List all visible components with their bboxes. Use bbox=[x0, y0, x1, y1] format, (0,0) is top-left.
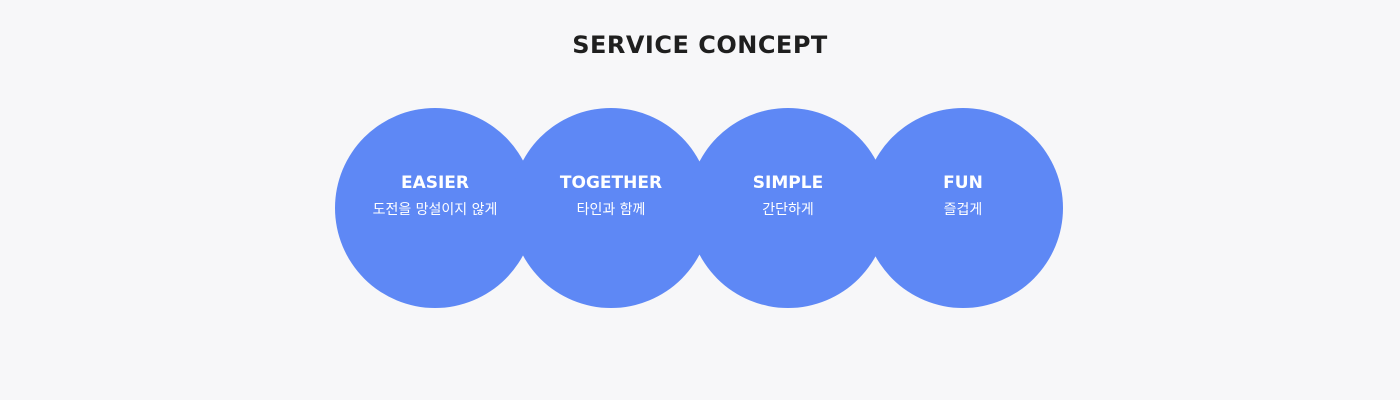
concept-title: SIMPLE bbox=[752, 173, 824, 193]
concept-circle-together: TOGETHER 타인과 함께 bbox=[511, 108, 711, 308]
concept-subtitle: 간단하게 bbox=[762, 202, 814, 218]
concept-subtitle: 즐겁게 bbox=[943, 202, 983, 218]
concept-circle-easier: EASIER 도전을 망설이지 않게 bbox=[335, 108, 535, 308]
page-title: SERVICE CONCEPT bbox=[572, 31, 828, 59]
concept-subtitle: 타인과 함께 bbox=[576, 202, 646, 218]
concept-circles: EASIER 도전을 망설이지 않게 TOGETHER 타인과 함께 SIMPL… bbox=[335, 108, 1065, 308]
concept-title: TOGETHER bbox=[559, 173, 663, 193]
concept-title: EASIER bbox=[400, 173, 470, 193]
concept-subtitle: 도전을 망설이지 않게 bbox=[372, 202, 498, 218]
concept-title: FUN bbox=[943, 173, 983, 193]
concept-circle-simple: SIMPLE 간단하게 bbox=[688, 108, 888, 308]
concept-circle-fun: FUN 즐겁게 bbox=[863, 108, 1063, 308]
